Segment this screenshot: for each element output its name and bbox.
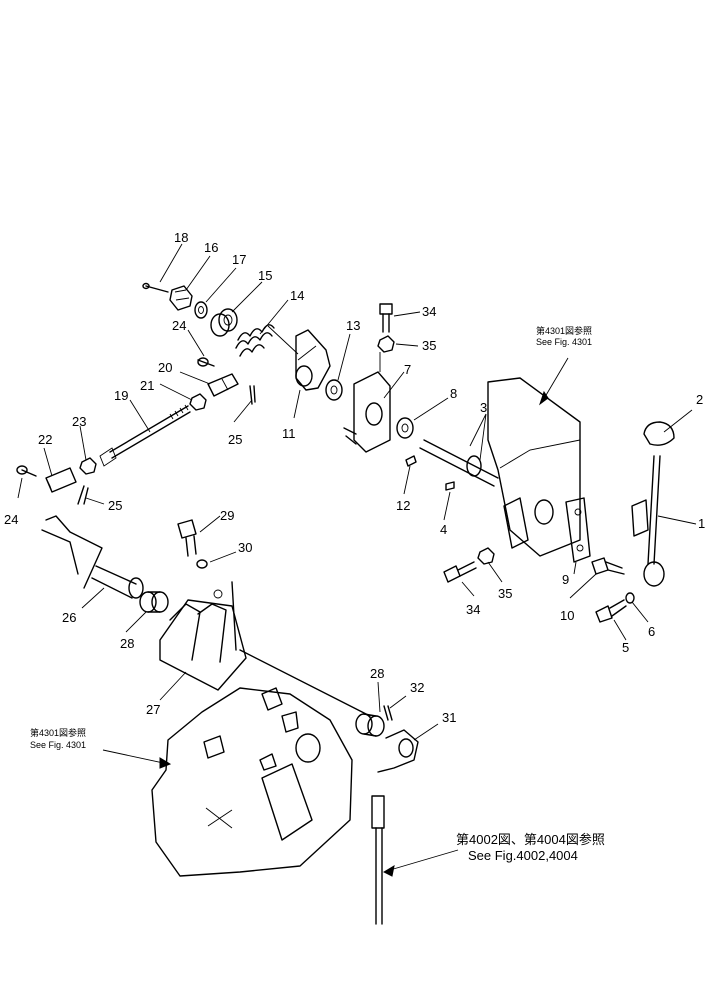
callout-10: 10	[560, 608, 574, 623]
callout-25-lower: 25	[108, 498, 122, 513]
callout-4: 4	[440, 522, 447, 537]
leader-lines	[17, 243, 697, 871]
callout-20: 20	[158, 360, 172, 375]
callout-12: 12	[396, 498, 410, 513]
part-8-washer	[396, 417, 414, 439]
callout-25-upper: 25	[228, 432, 242, 447]
part-6-washer	[625, 592, 635, 604]
callout-35-lower: 35	[498, 586, 512, 601]
callout-3: 3	[480, 400, 487, 415]
callout-28-left: 28	[120, 636, 134, 651]
part-7-bracket	[343, 371, 391, 453]
callout-16: 16	[204, 240, 218, 255]
part-35-nut-upper	[377, 335, 395, 353]
callout-21: 21	[140, 378, 154, 393]
part-15-bushing	[210, 308, 238, 337]
housing-top-right	[487, 377, 581, 557]
part-24-bolt-lower	[16, 465, 37, 477]
callout-29: 29	[220, 508, 234, 523]
callout-7: 7	[404, 362, 411, 377]
part-3-shaft	[419, 439, 499, 487]
callout-31: 31	[442, 710, 456, 725]
callout-11: 11	[282, 426, 296, 441]
callout-8: 8	[450, 386, 457, 401]
callout-19: 19	[114, 388, 128, 403]
reference-bottom: 第4002図、第4004図参照 See Fig.4002,4004	[456, 832, 605, 863]
part-27-bracket	[159, 581, 247, 691]
part-26-shaft-lever	[41, 515, 144, 599]
callout-24-upper: 24	[172, 318, 186, 333]
connecting-rod	[239, 649, 371, 717]
callout-labels: 18 16 17 15 14 24 20 21 25 19 23 22 24 2…	[4, 230, 705, 725]
reference-en: See Fig.4002,4004	[468, 848, 578, 863]
part-23-nut	[79, 457, 97, 475]
reference-jp: 第4301図参照	[30, 727, 86, 738]
part-14-spring	[235, 324, 275, 357]
part-19-rod	[99, 404, 191, 467]
part-22-block	[45, 467, 77, 493]
control-cable	[371, 795, 385, 925]
reference-jp: 第4002図、第4004図参照	[456, 832, 605, 847]
callout-1: 1	[698, 516, 705, 531]
callout-30: 30	[238, 540, 252, 555]
part-28-bushing-right	[355, 713, 385, 737]
part-24-bolt-upper	[197, 357, 215, 367]
callout-9: 9	[562, 572, 569, 587]
part-21-nut	[189, 393, 207, 411]
part-11-lever	[295, 329, 331, 391]
reference-en: See Fig. 4301	[536, 337, 592, 347]
callout-6: 6	[648, 624, 655, 639]
part-31-lever	[377, 729, 419, 773]
part-1-lever	[631, 455, 665, 587]
callout-5: 5	[622, 640, 629, 655]
callout-35-upper: 35	[422, 338, 436, 353]
part-34-bolt-upper	[379, 303, 393, 333]
callout-32: 32	[410, 680, 424, 695]
part-13-washer	[325, 379, 343, 401]
part-34-bolt-lower	[443, 561, 477, 583]
callout-14: 14	[290, 288, 304, 303]
callout-15: 15	[258, 268, 272, 283]
reference-left: 第4301図参照 See Fig. 4301	[30, 727, 86, 750]
callout-26: 26	[62, 610, 76, 625]
part-16-nut	[169, 285, 193, 311]
part-2-knob	[643, 421, 675, 446]
arrowheads	[159, 390, 549, 877]
callout-34-upper: 34	[422, 304, 436, 319]
callout-24-lower: 24	[4, 512, 18, 527]
part-25-pin-lower	[77, 485, 89, 505]
part-12-key	[405, 455, 417, 467]
part-32-fitting	[383, 705, 393, 721]
callout-28-right: 28	[370, 666, 384, 681]
callout-17: 17	[232, 252, 246, 267]
callout-18: 18	[174, 230, 188, 245]
part-10-bolt	[591, 557, 625, 575]
part-35-nut-lower	[477, 547, 495, 565]
part-17-washer	[194, 301, 208, 319]
reference-en: See Fig. 4301	[30, 740, 86, 750]
part-9-plate	[565, 497, 591, 563]
callout-22: 22	[38, 432, 52, 447]
callout-13: 13	[346, 318, 360, 333]
part-18-pin	[142, 282, 169, 293]
reference-jp: 第4301図参照	[536, 325, 592, 336]
callout-23: 23	[72, 414, 86, 429]
callout-27: 27	[146, 702, 160, 717]
part-30-washer	[196, 559, 208, 569]
part-20-block	[207, 373, 239, 397]
housing-bottom-left	[151, 687, 353, 877]
part-5-bolt	[595, 599, 627, 623]
callout-34-lower: 34	[466, 602, 480, 617]
part-4-key	[445, 481, 455, 491]
callout-2: 2	[696, 392, 703, 407]
part-28-bushing-left	[139, 591, 169, 613]
part-29-bolt	[177, 519, 197, 557]
reference-top-right: 第4301図参照 See Fig. 4301	[536, 325, 592, 347]
